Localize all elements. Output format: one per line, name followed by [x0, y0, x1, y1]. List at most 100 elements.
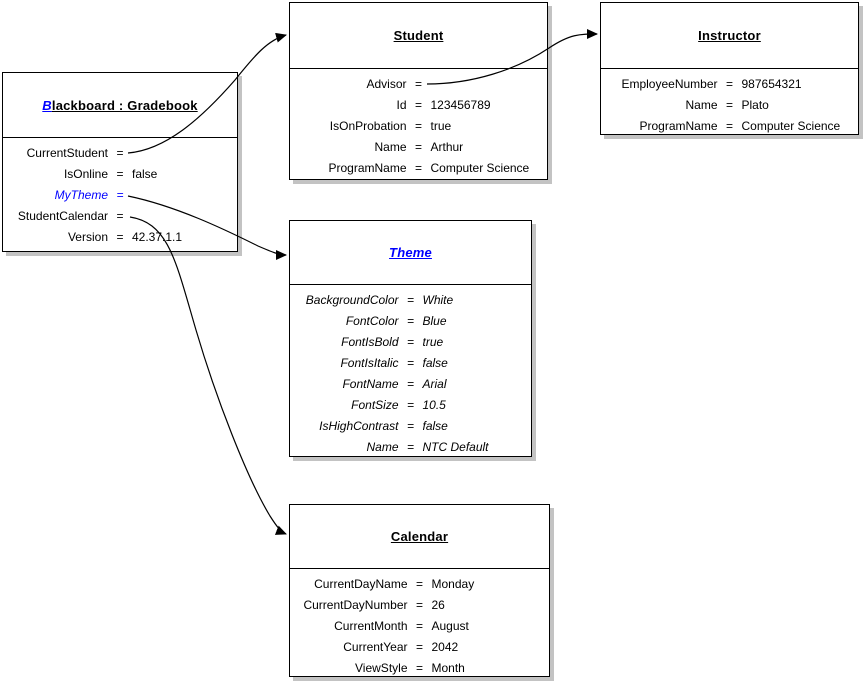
property-value: Arial — [422, 376, 447, 391]
property-name: FontIsItalic — [340, 355, 399, 370]
node-instructor-properties: EmployeeNumber = 987654321 Name = Plato … — [601, 69, 858, 136]
equals-sign: = — [415, 576, 423, 591]
property-row-id: Id = 123456789 — [298, 94, 539, 115]
property-value: Monday — [431, 576, 475, 591]
property-name: Id — [396, 97, 407, 112]
property-row-currentyear: CurrentYear = 2042 — [298, 636, 541, 657]
node-gradebook-title-prefix: B — [42, 97, 52, 113]
property-value: 26 — [431, 597, 445, 612]
property-row-fontisbold: FontIsBold = true — [298, 331, 523, 352]
property-value: false — [422, 418, 448, 433]
property-value: true — [422, 334, 444, 349]
property-row-fontname: FontName = Arial — [298, 373, 523, 394]
equals-sign: = — [414, 118, 422, 133]
property-value: Month — [431, 660, 465, 675]
property-value: false — [422, 355, 448, 370]
property-name: FontSize — [351, 397, 399, 412]
property-name: CurrentDayName — [314, 576, 408, 591]
node-calendar-header: Calendar — [290, 505, 549, 569]
property-name: CurrentMonth — [334, 618, 408, 633]
node-calendar-title: Calendar — [390, 529, 449, 544]
equals-sign: = — [406, 397, 414, 412]
node-instructor-title: Instructor — [698, 28, 761, 43]
equals-sign: = — [406, 439, 414, 454]
property-value: Computer Science — [741, 118, 841, 133]
property-row-currentdaynumber: CurrentDayNumber = 26 — [298, 594, 541, 615]
property-value: NTC Default — [422, 439, 489, 454]
property-row-isonprobation: IsOnProbation = true — [298, 115, 539, 136]
node-student[interactable]: Student Advisor = Id = 123456789 IsOnPro… — [289, 2, 548, 180]
equals-sign: = — [725, 118, 733, 133]
node-calendar[interactable]: Calendar CurrentDayName = Monday Current… — [289, 504, 550, 677]
property-value: 2042 — [431, 639, 459, 654]
node-student-properties: Advisor = Id = 123456789 IsOnProbation =… — [290, 69, 547, 179]
node-gradebook-properties: CurrentStudent = IsOnline = false MyThem… — [3, 138, 237, 251]
property-row-viewstyle: ViewStyle = Month — [298, 657, 541, 678]
equals-sign: = — [415, 660, 423, 675]
node-instructor[interactable]: Instructor EmployeeNumber = 987654321 Na… — [600, 2, 859, 135]
property-name: Version — [67, 229, 108, 244]
node-student-title: Student — [393, 28, 444, 43]
equals-sign: = — [415, 618, 423, 633]
node-theme-properties: BackgroundColor = White FontColor = Blue… — [290, 285, 531, 457]
equals-sign: = — [415, 597, 423, 612]
equals-sign: = — [414, 97, 422, 112]
property-value: Computer Science — [430, 160, 530, 175]
property-name: ProgramName — [639, 118, 718, 133]
property-value: 10.5 — [422, 397, 446, 412]
property-name: FontIsBold — [341, 334, 399, 349]
property-row-employeenumber: EmployeeNumber = 987654321 — [609, 73, 850, 94]
property-name: Advisor — [366, 76, 407, 91]
property-value: 987654321 — [741, 76, 802, 91]
property-row-mytheme: MyTheme = — [11, 184, 229, 205]
equals-sign: = — [725, 97, 733, 112]
property-row-ishighcontrast: IsHighContrast = false — [298, 415, 523, 436]
node-student-header: Student — [290, 3, 547, 69]
property-value: Blue — [422, 313, 447, 328]
equals-sign: = — [116, 208, 124, 223]
property-row-fontsize: FontSize = 10.5 — [298, 394, 523, 415]
property-name: BackgroundColor — [305, 292, 399, 307]
property-row-studentcalendar: StudentCalendar = — [11, 205, 229, 226]
property-row-fontisitalic: FontIsItalic = false — [298, 352, 523, 373]
property-value: false — [132, 166, 158, 181]
property-row-currentstudent: CurrentStudent = — [11, 142, 229, 163]
equals-sign: = — [406, 334, 414, 349]
property-row-currentmonth: CurrentMonth = August — [298, 615, 541, 636]
property-row-name: Name = NTC Default — [298, 436, 523, 457]
node-theme-header: Theme — [290, 221, 531, 285]
property-name: Name — [374, 139, 407, 154]
node-theme-title: Theme — [389, 245, 432, 260]
equals-sign: = — [406, 418, 414, 433]
equals-sign: = — [116, 229, 124, 244]
property-value: Plato — [741, 97, 769, 112]
property-name: CurrentYear — [343, 639, 408, 654]
property-value: Arthur — [430, 139, 464, 154]
equals-sign: = — [406, 355, 414, 370]
property-row-programname: ProgramName = Computer Science — [298, 157, 539, 178]
property-name: ViewStyle — [355, 660, 408, 675]
property-row-backgroundcolor: BackgroundColor = White — [298, 289, 523, 310]
node-theme[interactable]: Theme BackgroundColor = White FontColor … — [289, 220, 532, 457]
node-instructor-header: Instructor — [601, 3, 858, 69]
property-row-currentdayname: CurrentDayName = Monday — [298, 573, 541, 594]
equals-sign: = — [406, 376, 414, 391]
equals-sign: = — [116, 187, 124, 202]
property-value: White — [422, 292, 454, 307]
connector-studentcalendar-to-calendar — [129, 216, 287, 535]
equals-sign: = — [414, 139, 422, 154]
property-name: FontName — [342, 376, 399, 391]
property-name: StudentCalendar — [17, 208, 108, 223]
equals-sign: = — [406, 313, 414, 328]
property-value: 42.37.1.1 — [132, 229, 183, 244]
equals-sign: = — [406, 292, 414, 307]
equals-sign: = — [414, 76, 422, 91]
property-name: IsHighContrast — [319, 418, 399, 433]
property-name: Name — [685, 97, 718, 112]
node-gradebook-title: lackboard : Gradebook — [51, 97, 198, 113]
property-name: Name — [366, 439, 399, 454]
property-value: August — [431, 618, 469, 633]
